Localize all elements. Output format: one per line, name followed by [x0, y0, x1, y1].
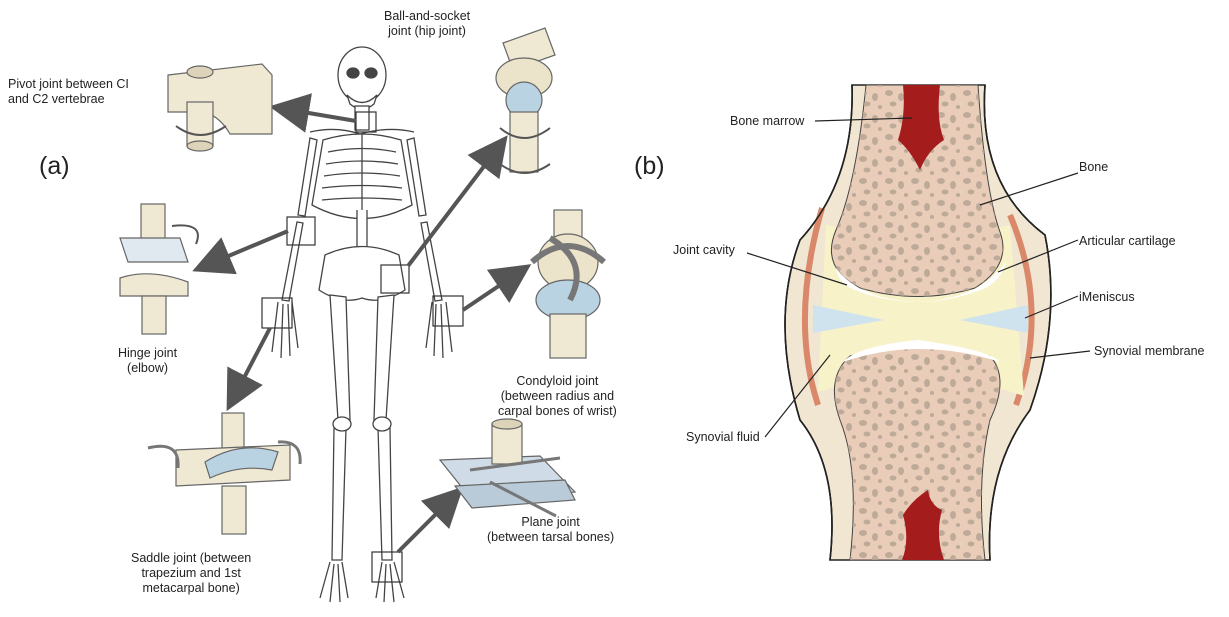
hinge-joint-model: [120, 204, 198, 334]
label-plane-joint: Plane joint (between tarsal bones): [487, 515, 614, 545]
pivot-joint-model: [168, 64, 272, 151]
panel-a-letter: (a): [39, 152, 70, 181]
panel-b-letter: (b): [634, 152, 665, 181]
label-bone: Bone: [1079, 160, 1108, 175]
plane-joint-model: [440, 419, 575, 516]
skeleton: [272, 47, 452, 602]
synovial-joint: [785, 85, 1051, 560]
label-hinge-joint: Hinge joint (elbow): [118, 346, 177, 376]
label-synovial-fluid: Synovial fluid: [686, 430, 760, 445]
label-condyloid-joint: Condyloid joint (between radius and carp…: [498, 374, 617, 419]
label-bone-marrow: Bone marrow: [730, 114, 804, 129]
label-synovial-membrane: Synovial membrane: [1094, 344, 1204, 359]
condyloid-joint-model: [532, 210, 604, 358]
ball-socket-model: [496, 28, 555, 173]
label-articular-cartilage: Articular cartilage: [1079, 234, 1176, 249]
label-joint-cavity: Joint cavity: [673, 243, 735, 258]
label-ball-socket-joint: Ball-and-socket joint (hip joint): [384, 9, 470, 39]
label-meniscus: iMeniscus: [1079, 290, 1135, 305]
label-pivot-joint: Pivot joint between CI and C2 vertebrae: [8, 77, 129, 107]
label-saddle-joint: Saddle joint (between trapezium and 1st …: [131, 551, 251, 596]
saddle-joint-model: [148, 413, 300, 534]
